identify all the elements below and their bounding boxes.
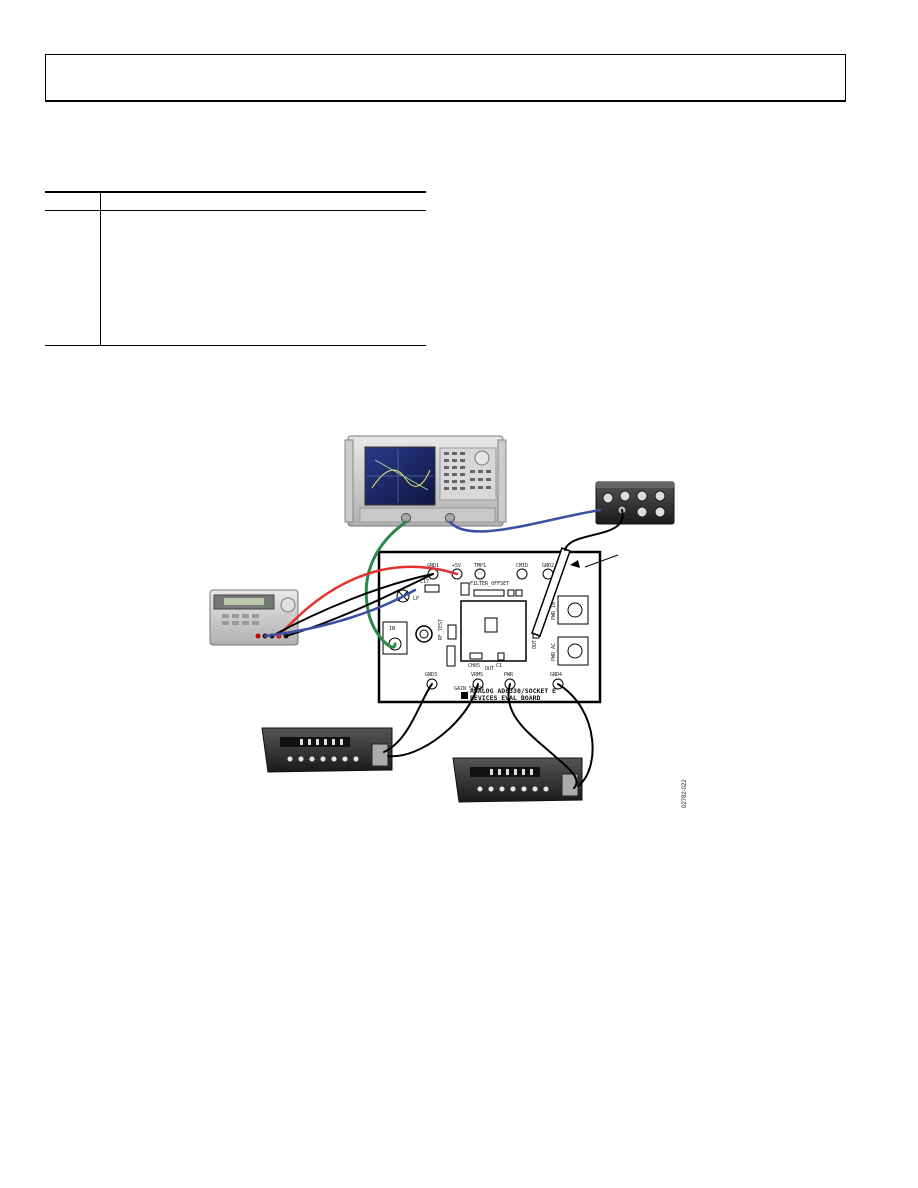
label-ch05: CH05 bbox=[468, 663, 480, 669]
label-gnd3: GND3 bbox=[425, 672, 437, 678]
label-5v: +5V bbox=[452, 563, 461, 569]
label-in: IN bbox=[389, 626, 395, 632]
label-gnd1: GND1 bbox=[427, 563, 439, 569]
label-filter: FILTER_OFFSET bbox=[470, 581, 509, 587]
label-out: OUT bbox=[532, 640, 538, 649]
label-vrms: VRMS bbox=[471, 672, 483, 678]
label-rftest: RF_TEST bbox=[438, 619, 444, 640]
voltmeter-right bbox=[452, 757, 583, 803]
label-pwr-in: PWR_IN bbox=[551, 602, 557, 620]
cables bbox=[263, 508, 624, 789]
table-top-rule bbox=[45, 191, 426, 193]
power-supply bbox=[209, 589, 299, 646]
label-gain-slope: GAIN_SLOPE bbox=[454, 686, 484, 692]
label-gnd4: GND4 bbox=[550, 672, 562, 678]
board-silkscreen-2: DEVICES EVAL BOARD bbox=[470, 694, 541, 702]
label-dut: DUT bbox=[485, 666, 494, 672]
table-bottom-rule bbox=[45, 345, 426, 346]
label-c17: C17 bbox=[420, 579, 429, 585]
figure-id: 02782-022 bbox=[682, 779, 688, 808]
table-header-rule bbox=[45, 210, 426, 211]
evaluation-board: GND1 +5V TMP1 CMID GND2 C17 FILTER_OFFSE… bbox=[377, 550, 602, 704]
network-analyzer bbox=[344, 435, 507, 527]
page-header-box bbox=[45, 54, 846, 102]
table-column-divider bbox=[100, 192, 101, 345]
label-c1: C1 bbox=[496, 663, 502, 669]
board-silkscreen-1: ANALOG AD8330/SOCKET E bbox=[470, 687, 556, 695]
label-pwr: PWR bbox=[504, 672, 514, 678]
label-pwr-ac: PWR_AC bbox=[551, 643, 557, 661]
label-cmid: CMID bbox=[516, 563, 528, 569]
label-gnd2: GND2 bbox=[542, 563, 554, 569]
probe bbox=[531, 547, 619, 637]
voltmeter-left bbox=[261, 727, 393, 773]
label-lp: LP bbox=[413, 596, 419, 602]
signal-source-box bbox=[595, 481, 675, 525]
label-tmp1: TMP1 bbox=[474, 563, 486, 569]
